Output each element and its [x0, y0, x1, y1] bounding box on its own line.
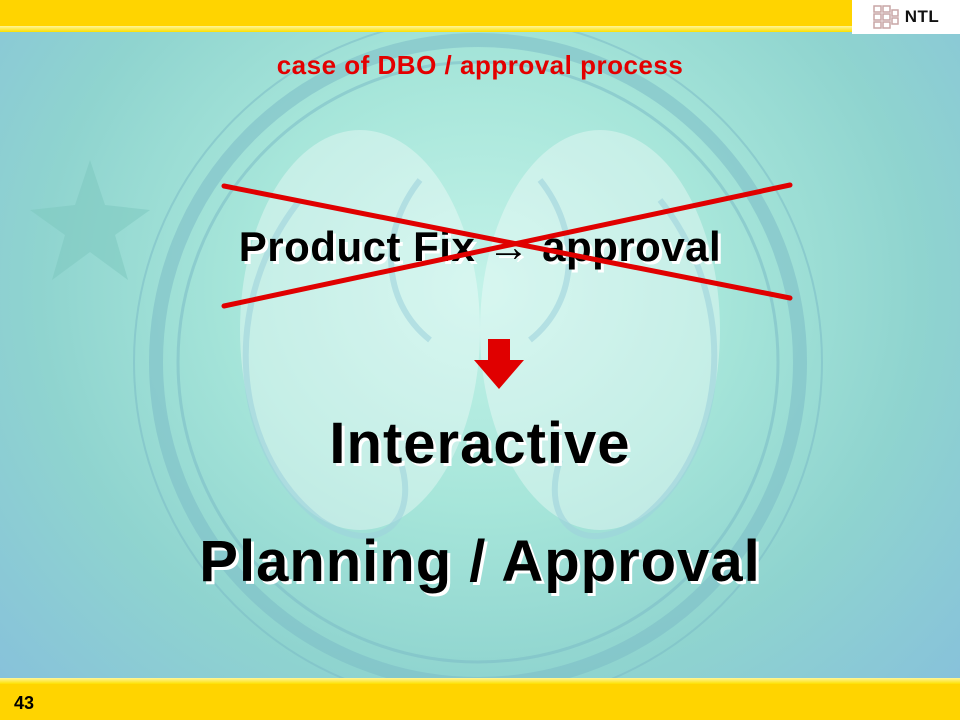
- old-process-before: Product Fix: [238, 223, 476, 270]
- logo: NTL: [852, 0, 960, 34]
- logo-text: NTL: [904, 7, 940, 26]
- top-bar-highlight: [0, 26, 960, 32]
- top-bar: [0, 0, 960, 26]
- ntl-logo-icon: [872, 5, 899, 29]
- bottom-bar-highlight: [0, 678, 960, 684]
- bottom-bar: [0, 684, 960, 720]
- new-process-line1: Interactive: [329, 411, 631, 476]
- old-process-after: approval: [542, 223, 722, 270]
- right-arrow-icon: →: [487, 223, 530, 270]
- page-number: 43: [14, 693, 35, 713]
- old-process-text: Product Fix → approval: [0, 223, 960, 271]
- slide-subtitle: case of DBO / approval process: [276, 50, 684, 80]
- new-process-line2: Planning / Approval: [199, 529, 761, 594]
